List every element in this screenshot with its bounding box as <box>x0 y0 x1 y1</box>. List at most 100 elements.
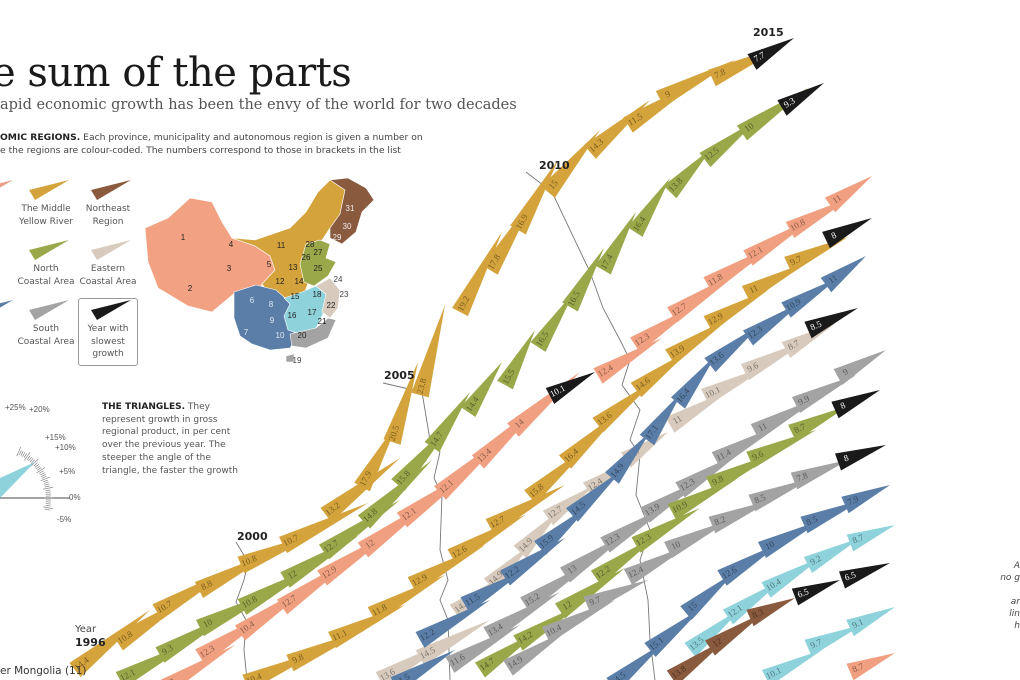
wedge-value: 9.7 <box>588 594 603 608</box>
growth-wedge: 16.5 <box>562 248 604 312</box>
side-note-line: h <box>1014 621 1020 631</box>
map-region-number: 26 <box>302 253 311 262</box>
legend-label: The Middle Yellow River <box>19 204 73 227</box>
map-region-number: 14 <box>295 277 304 286</box>
side-note-line: ar <box>1010 597 1020 607</box>
growth-wedge: 8.7 <box>788 406 848 442</box>
legend-item: Year with slowest growth <box>78 298 138 361</box>
legend-label: Northeast Region <box>85 204 131 227</box>
wedge-value: 7.8 <box>795 470 810 484</box>
wedge-value: 10.1 <box>764 665 783 680</box>
year-2015: 2015 <box>753 26 784 39</box>
wedge-value: 7.9 <box>846 493 861 507</box>
wedge-value: 9.6 <box>751 448 766 462</box>
growth-wedge: 12 <box>555 568 625 619</box>
growth-wedge: 9.9 <box>791 375 856 414</box>
growth-wedge: 10.1 <box>545 372 595 404</box>
intro-line-1: Each province, municipality and autonomo… <box>80 132 423 143</box>
legend-wedge-icon <box>91 180 131 200</box>
wedge-value: 9.7 <box>809 637 824 651</box>
legend-label: North Coastal Area <box>17 264 75 287</box>
triangles-note: THE TRIANGLES. They represent growth in … <box>102 401 242 477</box>
legend-label: Year with slowest growth <box>87 324 129 359</box>
map-region <box>329 177 375 245</box>
growth-wedge: 17.4 <box>595 212 636 275</box>
legend-item: Northeast Region <box>78 178 138 228</box>
year-2005: 2005 <box>384 369 415 382</box>
growth-wedge: 14.3 <box>584 100 650 159</box>
wedge-value: 8.8 <box>199 578 214 592</box>
growth-wedge: 14.7 <box>424 392 470 453</box>
wedge-value: 9.9 <box>796 393 811 407</box>
wedge-value: 9.8 <box>291 651 306 665</box>
wedge-value: 8 <box>839 400 848 411</box>
wedge-value: 6.5 <box>796 586 811 600</box>
growth-wedge: 11.6 <box>445 625 520 673</box>
growth-wedge: 15 <box>541 130 600 198</box>
growth-wedge: 9.2 <box>803 538 860 573</box>
growth-wedge: 10.9 <box>781 278 838 318</box>
wedge-value: 11 <box>756 420 768 433</box>
intro-text: OMIC REGIONS. Each province, municipalit… <box>0 131 423 157</box>
intro-line-2: e the regions are colour-coded. The numb… <box>0 145 401 156</box>
gauge-tick-label: +20% <box>29 405 50 414</box>
growth-wedge: 11.8 <box>367 575 445 623</box>
growth-wedge: 13.4 <box>483 592 560 643</box>
growth-wedge: 8.7 <box>846 525 895 552</box>
growth-wedge: 12.6 <box>447 515 525 565</box>
wedge-value: 14.5 <box>609 669 628 680</box>
map-region-number: 12 <box>276 277 285 286</box>
growth-wedge: 10.4 <box>761 557 822 598</box>
map-region-number: 25 <box>314 264 323 273</box>
map-region-number: 2 <box>188 284 193 293</box>
map-region-number: 11 <box>277 241 286 250</box>
growth-wedge: 14.4 <box>460 362 502 418</box>
map-region-number: 27 <box>314 248 323 257</box>
page-subtitle: apid economic growth has been the envy o… <box>0 97 517 113</box>
gauge-tick-label: +25% <box>5 403 26 412</box>
legend-item: t <box>0 178 20 216</box>
growth-wedge: 11.1 <box>328 605 405 649</box>
year-word: Year <box>75 624 97 635</box>
legend-label: Eastern Coastal Area <box>79 264 137 287</box>
wedge-value: 7.8 <box>713 66 728 80</box>
growth-wedge: 13.2 <box>320 458 400 523</box>
growth-wedge: 17.1 <box>639 392 682 446</box>
growth-wedge: 12.3 <box>631 508 700 553</box>
triangles-note-bold: THE TRIANGLES. <box>102 402 186 412</box>
growth-wedge: 14.5 <box>415 620 490 666</box>
growth-wedge: 13.6 <box>704 325 760 373</box>
growth-wedge: 7.7 <box>747 38 794 70</box>
side-note-line: A <box>1013 561 1020 571</box>
map-region-number: 15 <box>291 292 300 301</box>
page-title: e sum of the parts <box>0 50 352 96</box>
growth-wedge: 15.5 <box>497 330 535 390</box>
wedge-value: 9.1 <box>851 616 865 630</box>
growth-wedge: 23.8 <box>411 305 445 398</box>
growth-wedge: 8.7 <box>846 653 895 680</box>
gauge-tick-label: +15% <box>45 433 66 442</box>
year-1996: 1996 <box>75 636 106 649</box>
wedge-value: 8.7 <box>786 338 801 352</box>
legend-slowest-box <box>78 298 138 366</box>
growth-wedge: 15.1 <box>644 608 702 658</box>
growth-wedge: 12.3 <box>743 302 802 346</box>
wedge-value: 11 <box>671 413 684 426</box>
wedge-value: 8 <box>842 452 850 463</box>
growth-wedge: 19.2 <box>452 232 502 317</box>
wedge-value: 6.5 <box>843 569 857 582</box>
series-caption-inner-mongolia: er Mongolia (11) <box>0 665 87 677</box>
gauge-example-wedge <box>0 462 35 498</box>
map-region-number: 9 <box>270 316 275 325</box>
growth-wedge: 8 <box>834 445 886 471</box>
wedge-value: 8.5 <box>753 492 768 506</box>
wedge-value: 12 <box>286 568 299 581</box>
map-region-number: 18 <box>313 290 322 299</box>
growth-wedge: 12.3 <box>158 645 235 680</box>
legend-item: North Coastal Area <box>16 238 76 288</box>
wedge-value: 11 <box>747 283 759 296</box>
map-region <box>289 317 337 349</box>
gauge-tick-label: +10% <box>55 443 76 452</box>
growth-wedge: 8.3 <box>746 598 795 627</box>
